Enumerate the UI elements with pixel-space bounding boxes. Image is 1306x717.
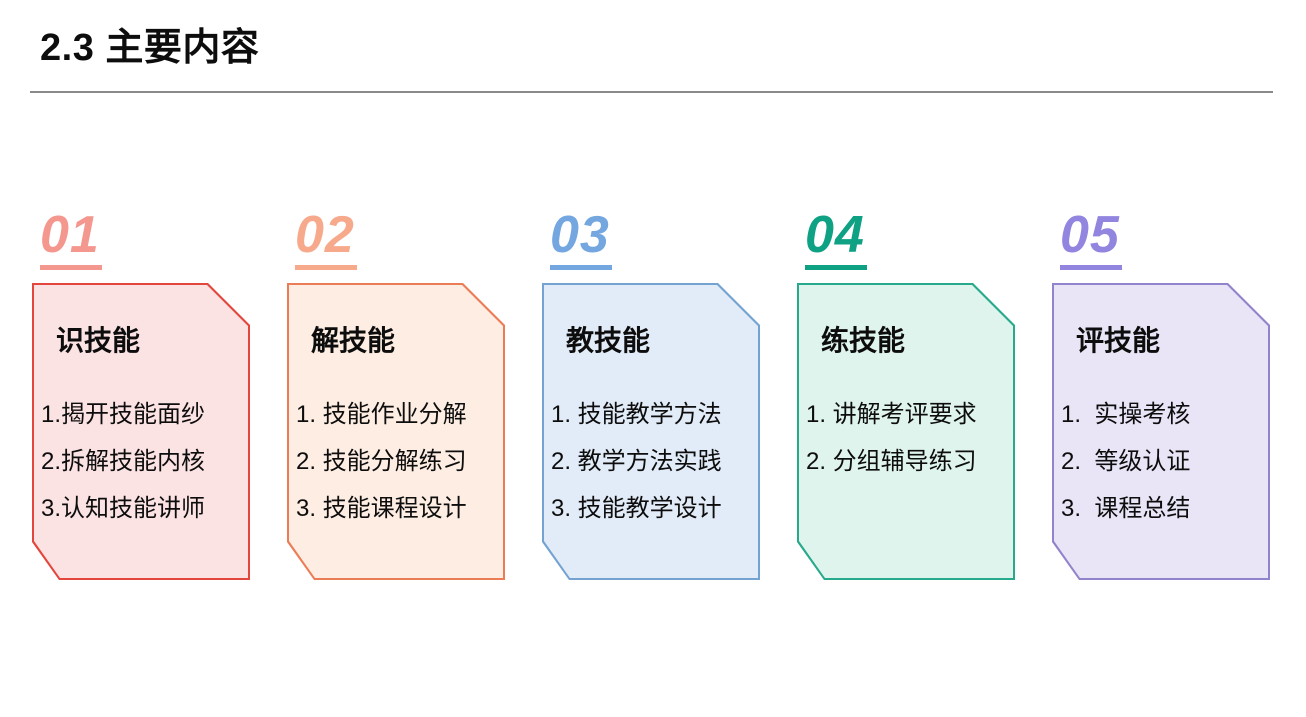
card-shape-fill — [289, 285, 503, 578]
card-item: 1. 实操考核 — [1061, 401, 1191, 428]
card-heading: 识技能 — [56, 325, 141, 356]
card-items: 1. 讲解考评要求 2. 分组辅导练习 — [797, 355, 1015, 485]
card-shape-fill — [34, 285, 248, 578]
card-shape-fill — [799, 285, 1013, 578]
cards-row: 01 识技能 1.揭开技能面纱 2.拆解技能内核 3.认知技能讲师 02 — [32, 206, 1306, 580]
step-number-underline — [805, 265, 867, 270]
card-shape-fill — [1054, 285, 1268, 578]
card-items: 1. 技能作业分解 2. 技能分解练习 3. 技能课程设计 — [287, 355, 505, 532]
card-item: 2. 技能分解练习 — [296, 448, 467, 475]
card-content: 练技能 1. 讲解考评要求 2. 分组辅导练习 — [797, 283, 1015, 580]
card-item: 3.认知技能讲师 — [41, 495, 206, 522]
card-shape-fill — [544, 285, 758, 578]
card-items: 1.揭开技能面纱 2.拆解技能内核 3.认知技能讲师 — [32, 355, 250, 532]
card-items: 1. 技能教学方法 2. 教学方法实践 3. 技能教学设计 — [542, 355, 760, 532]
step-card: 评技能 1. 实操考核 2. 等级认证 3. 课程总结 — [1052, 283, 1270, 580]
header: 2.3 主要内容 — [0, 0, 1306, 71]
step-number: 05 — [1060, 206, 1120, 264]
card-item: 3. 技能课程设计 — [296, 495, 467, 522]
step-number-underline — [1060, 265, 1122, 270]
step-column-1: 01 识技能 1.揭开技能面纱 2.拆解技能内核 3.认知技能讲师 — [32, 206, 250, 580]
card-heading: 练技能 — [821, 325, 906, 356]
card-content: 解技能 1. 技能作业分解 2. 技能分解练习 3. 技能课程设计 — [287, 283, 505, 580]
card-items: 1. 实操考核 2. 等级认证 3. 课程总结 — [1052, 355, 1270, 532]
card-content: 评技能 1. 实操考核 2. 等级认证 3. 课程总结 — [1052, 283, 1270, 580]
step-column-5: 05 评技能 1. 实操考核 2. 等级认证 3. 课程总结 — [1052, 206, 1270, 580]
step-column-3: 03 教技能 1. 技能教学方法 2. 教学方法实践 3. 技能教学设计 — [542, 206, 760, 580]
step-card: 识技能 1.揭开技能面纱 2.拆解技能内核 3.认知技能讲师 — [32, 283, 250, 580]
card-item: 2.拆解技能内核 — [41, 448, 206, 475]
step-column-2: 02 解技能 1. 技能作业分解 2. 技能分解练习 3. 技能课程设计 — [287, 206, 505, 580]
step-column-4: 04 练技能 1. 讲解考评要求 2. 分组辅导练习 — [797, 206, 1015, 580]
card-heading: 教技能 — [566, 325, 651, 356]
step-number-underline — [550, 265, 612, 270]
card-content: 识技能 1.揭开技能面纱 2.拆解技能内核 3.认知技能讲师 — [32, 283, 250, 580]
step-number: 02 — [295, 206, 355, 264]
step-number-underline — [295, 265, 357, 270]
step-card: 解技能 1. 技能作业分解 2. 技能分解练习 3. 技能课程设计 — [287, 283, 505, 580]
card-item: 2. 分组辅导练习 — [806, 448, 977, 475]
step-number-underline — [40, 265, 102, 270]
card-item: 2. 教学方法实践 — [551, 448, 722, 475]
step-number: 04 — [805, 206, 865, 264]
card-item: 1. 讲解考评要求 — [806, 401, 977, 428]
card-heading: 评技能 — [1076, 325, 1161, 356]
step-card: 教技能 1. 技能教学方法 2. 教学方法实践 3. 技能教学设计 — [542, 283, 760, 580]
card-item: 3. 课程总结 — [1061, 495, 1191, 522]
step-number: 01 — [40, 206, 100, 264]
card-item: 1. 技能教学方法 — [551, 401, 722, 428]
card-item: 3. 技能教学设计 — [551, 495, 722, 522]
title-divider — [30, 91, 1273, 93]
card-item: 1. 技能作业分解 — [296, 401, 467, 428]
page-title: 2.3 主要内容 — [40, 27, 260, 69]
step-number: 03 — [550, 206, 610, 264]
card-content: 教技能 1. 技能教学方法 2. 教学方法实践 3. 技能教学设计 — [542, 283, 760, 580]
card-item: 2. 等级认证 — [1061, 448, 1191, 475]
card-item: 1.揭开技能面纱 — [41, 401, 206, 428]
card-heading: 解技能 — [311, 325, 396, 356]
step-card: 练技能 1. 讲解考评要求 2. 分组辅导练习 — [797, 283, 1015, 580]
